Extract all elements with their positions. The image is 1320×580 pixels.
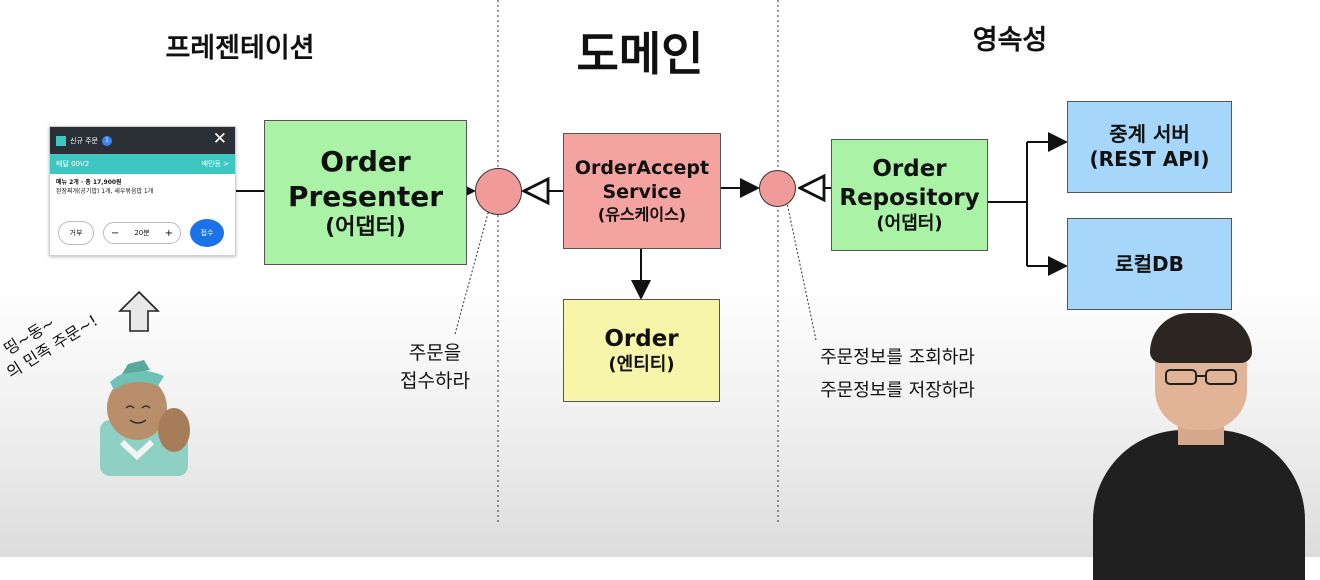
repository-line1: Order [872,156,947,182]
order-code: 배달 00V2 [56,160,90,168]
store-link[interactable]: 배민동 > [201,160,229,168]
close-icon[interactable]: ✕ [212,129,227,149]
presenter-body [1093,430,1305,580]
local-db-label: 로컬DB [1115,251,1184,276]
menu-detail: 된장찌개(공기밥) 1개, 새우볶음밥 1개 [56,188,154,195]
reject-button[interactable]: 거부 [58,221,94,245]
accept-note-line1: 주문을 [408,342,462,364]
service-line1: OrderAccept [574,157,710,180]
order-code-bar: 배달 00V2 배민동 > [50,154,235,174]
output-port-circle [759,170,796,207]
input-port-circle [475,168,522,215]
order-presenter-box: Order Presenter (어댑터) [264,120,467,265]
order-entity-box: Order (엔티티) [563,299,720,402]
time-value: 20분 [134,229,150,237]
count-badge: 1 [102,135,112,146]
app-icon [56,135,66,146]
local-db-box: 로컬DB [1067,218,1232,310]
minus-icon[interactable]: − [111,227,120,239]
repository-line3: (어댑터) [876,212,943,234]
domain-heading: 도메인 [576,27,704,81]
order-presenter-line1: Order [320,144,411,178]
accept-button[interactable]: 접수 [190,219,224,247]
service-line3: (유스케이스) [597,204,687,224]
entity-line2: (엔티티) [608,353,675,375]
new-order-notification-card: 신규 주문 1 ✕ 배달 00V2 배민동 > 메뉴 2개 · 총 17,900… [49,126,236,256]
presentation-heading: 프레젠테이션 [165,33,315,64]
order-presenter-line2: Presenter [287,179,444,213]
query-order-note: 주문정보를 조회하라 [820,347,975,368]
card-body: 메뉴 2개 · 총 17,900원 된장찌개(공기밥) 1개, 새우볶음밥 1개 [50,174,235,200]
glasses-icon [1165,369,1237,385]
menu-summary: 메뉴 2개 · 총 17,900원 [56,179,122,186]
accept-note-line2: 접수하라 [400,369,470,392]
accept-order-note: 주문을 접수하라 [380,340,490,395]
save-order-note: 주문정보를 저장하라 [820,380,975,401]
order-presenter-line3: (어댑터) [325,214,406,240]
relay-server-line1: 중계 서버 [1109,122,1190,146]
service-line2: Service [602,181,682,203]
plus-icon[interactable]: + [164,227,173,239]
card-actions: 거부 − 20분 + 접수 [58,219,224,247]
relay-server-line2: (REST API) [1089,147,1210,171]
up-arrow-icon [118,290,160,332]
entity-line1: Order [604,325,679,352]
persistence-heading: 영속성 [972,25,1048,56]
diagram-connectors [118,0,1068,525]
order-accept-service-box: OrderAccept Service (유스케이스) [563,133,721,249]
time-stepper[interactable]: − 20분 + [103,222,181,244]
order-repository-box: Order Repository (어댑터) [831,139,988,251]
repository-line2: Repository [839,184,980,211]
relay-server-box: 중계 서버 (REST API) [1067,101,1232,193]
card-title: 신규 주문 [70,136,98,145]
delivery-mascot-image [100,360,190,476]
card-header: 신규 주문 1 ✕ [50,127,235,154]
presenter-hair [1150,313,1252,363]
